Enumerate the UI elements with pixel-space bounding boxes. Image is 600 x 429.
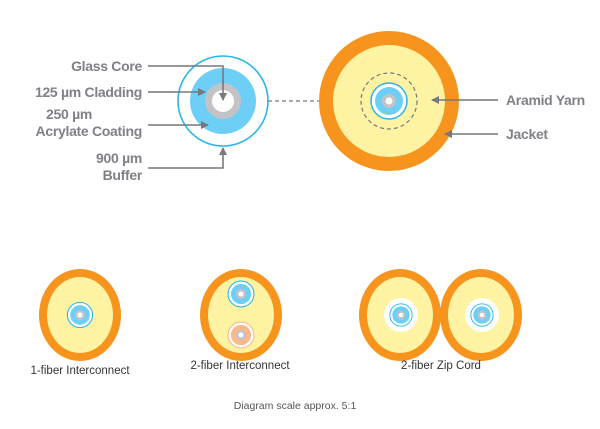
fiber-left <box>389 303 413 327</box>
cable-2-fiber-interconnect <box>200 269 282 361</box>
fiber-orange <box>227 321 255 349</box>
scale-note: Diagram scale approx. 5:1 <box>234 400 357 412</box>
cable-1-fiber-interconnect <box>39 269 121 361</box>
arrow-buffer <box>148 147 227 169</box>
caption-zip-cord: 2-fiber Zip Cord <box>401 360 481 372</box>
fiber <box>370 82 408 120</box>
label-coating: Acrylate Coating <box>36 123 142 139</box>
fiber-blue <box>227 280 255 308</box>
caption-2-fiber: 2-fiber Interconnect <box>190 360 290 372</box>
arrow-glass-core <box>148 65 227 101</box>
glass-core <box>212 90 234 112</box>
fiber <box>66 301 94 329</box>
fiber-right <box>470 303 494 327</box>
label-jacket: Jacket <box>506 126 548 142</box>
zoom-region-circle <box>360 72 418 130</box>
enlarged-fiber-cross-section <box>177 55 269 147</box>
label-buffer: Buffer <box>103 167 143 183</box>
label-coating-size: 250 µm <box>46 106 92 122</box>
caption-1-fiber: 1-fiber Interconnect <box>30 365 130 377</box>
label-aramid-yarn: Aramid Yarn <box>506 92 585 108</box>
label-cladding: 125 µm Cladding <box>35 84 142 100</box>
label-buffer-size: 900 µm <box>96 150 142 166</box>
label-glass-core: Glass Core <box>71 58 142 74</box>
enlarged-cable-cross-section <box>319 31 459 171</box>
leader-arrows <box>148 65 227 169</box>
cable-2-fiber-zip-cord <box>359 269 522 361</box>
